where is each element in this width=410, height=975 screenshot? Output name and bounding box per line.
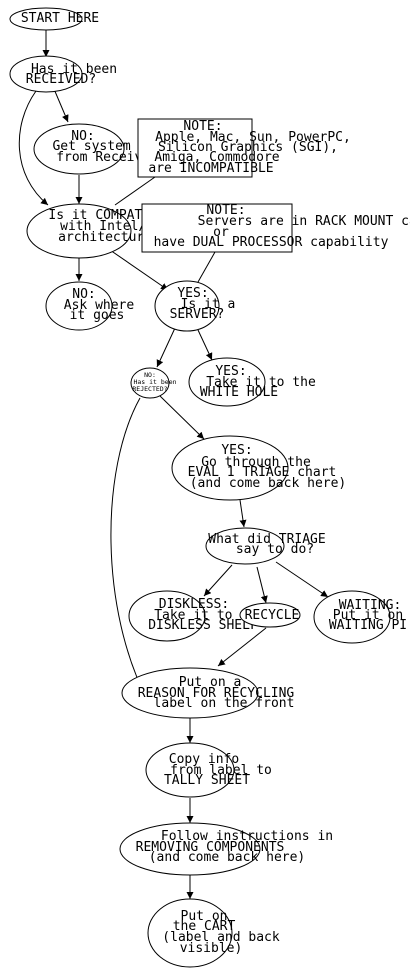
white-hole-line-3: WHITE HOLE — [200, 385, 278, 400]
received-line-2: RECEIVED? — [26, 72, 96, 87]
white-hole-line-2: Take it to the — [206, 375, 316, 390]
note-server-line-1: NOTE: — [206, 203, 245, 218]
diskless-line-3: DISKLESS SHELF — [148, 618, 258, 633]
edge-triage-say-diskless — [203, 564, 233, 597]
tally-line-1: Copy info — [169, 752, 239, 767]
no-compat-line-2: Ask where — [64, 298, 135, 313]
edge-note-server-link — [197, 251, 216, 283]
triage-line-1: YES: — [221, 443, 252, 458]
node-received: Has it been RECEIVED? — [9, 55, 117, 93]
no-recv-line-1: NO: — [71, 129, 94, 144]
server-line-1: YES: — [177, 286, 208, 301]
note-apple-line-3: Silicon Graphics (SGI), — [158, 140, 338, 155]
removing-line-3: (and come back here) — [149, 850, 306, 865]
edge-note-apple-link — [114, 176, 156, 206]
white-hole-line-1: YES: — [215, 364, 246, 379]
note-apple-line-1: NOTE: — [183, 119, 222, 134]
rejected-line-3: REJECTED? — [132, 385, 167, 393]
edge-triage-say-recycle — [256, 566, 268, 604]
node-start: START HERE — [9, 7, 99, 31]
edge-rejected-triage — [159, 395, 205, 440]
reason-line-2: REASON FOR RECYCLING — [138, 686, 295, 701]
triage-say-line-1: What did TRIAGE — [208, 532, 325, 547]
diskless-line-2: Take it to the — [154, 608, 264, 623]
server-line-2: Is it a — [181, 297, 236, 312]
start-label: START HERE — [21, 11, 99, 26]
cart-line-1: Put on — [181, 909, 228, 924]
note-apple-line-4: Amiga, Commodore — [154, 150, 279, 165]
edge-server-rejected — [156, 327, 176, 368]
server-line-3: SERVER? — [170, 307, 225, 322]
cart-line-3: (label and back — [162, 930, 280, 945]
edge-triage-say-waiting — [275, 561, 329, 598]
triage-line-2: Go through the — [201, 455, 311, 470]
edge-triage-triage-say — [239, 499, 247, 528]
note-server-line-3: or — [213, 225, 229, 240]
node-white-hole: YES: Take it to the WHITE HOLE — [188, 357, 316, 407]
node-triage-say: What did TRIAGE say to do? — [205, 527, 326, 565]
node-reason: Put on a REASON FOR RECYCLING label on t… — [121, 667, 295, 719]
note-server-line-4: have DUAL PROCESSOR capability — [154, 235, 389, 250]
node-triage: YES: Go through the EVAL 1 TRIAGE chart … — [171, 435, 347, 501]
diskless-line-1: DISKLESS: — [159, 597, 229, 612]
no-compat-line-1: NO: — [72, 287, 95, 302]
node-tally: Copy info from label to TALLY SHEET — [145, 742, 272, 798]
node-server: YES: Is it a SERVER? — [154, 280, 236, 332]
removing-line-1: Follow instructions in — [161, 829, 333, 844]
node-cart: Put on the CART (label and back visible) — [147, 898, 280, 968]
triage-say-line-2: say to do? — [236, 542, 314, 557]
node-recycle: RECYCLE — [239, 602, 301, 628]
reason-line-1: Put on a — [179, 675, 242, 690]
node-removing: Follow instructions in REMOVING COMPONEN… — [119, 822, 333, 876]
node-no-compatible: NO: Ask where it goes — [45, 281, 135, 331]
waiting-line-3: WAITING PI — [329, 618, 407, 633]
reason-line-3: label on the front — [154, 696, 295, 711]
edge-rejected-reason — [110, 397, 149, 702]
triage-line-3: EVAL 1 TRIAGE chart — [188, 465, 337, 480]
recycle-label: RECYCLE — [245, 608, 300, 623]
cart-line-4: visible) — [180, 941, 243, 956]
edge-received-no-recv — [53, 88, 69, 123]
node-rejected: NO: Has it been REJECTED? — [130, 367, 177, 399]
note-server-line-2: Servers are in RACK MOUNT cases — [198, 214, 410, 229]
note-apple-line-2: Apple, Mac, Sun, PowerPC, — [155, 130, 351, 145]
note-incompatible: NOTE: Apple, Mac, Sun, PowerPC, Silicon … — [137, 118, 351, 178]
edge-recycle-reason — [217, 627, 267, 667]
triage-line-4: (and come back here) — [190, 476, 347, 491]
edge-compatible-server — [109, 249, 169, 291]
node-diskless: DISKLESS: Take it to the DISKLESS SHELF — [128, 590, 264, 642]
tally-line-3: TALLY SHEET — [164, 773, 250, 788]
compatible-line-3: architecture? — [58, 230, 160, 245]
compatible-line-2: with Intel/AG — [60, 219, 162, 234]
note-apple-line-5: are INCOMPATIBLE — [148, 161, 273, 176]
tally-line-2: from label to — [170, 763, 272, 778]
received-line-1: Has it been — [31, 62, 117, 77]
edges — [18, 30, 329, 899]
rejected-line-2: Has it been — [133, 378, 176, 386]
no-compat-line-3: it goes — [70, 308, 125, 323]
rejected-line-1: NO: — [144, 371, 156, 379]
edge-server-white-hole — [197, 329, 213, 361]
node-waiting: WAITING: Put it on WAITING PI — [313, 590, 407, 644]
waiting-line-2: Put it on — [333, 608, 403, 623]
edge-received-compatible — [18, 90, 49, 206]
note-server: NOTE: Servers are in RACK MOUNT cases or… — [141, 203, 410, 253]
waiting-line-1: WAITING: — [339, 598, 402, 613]
cart-line-2: the CART — [173, 919, 236, 934]
removing-line-2: REMOVING COMPONENTS — [136, 840, 285, 855]
